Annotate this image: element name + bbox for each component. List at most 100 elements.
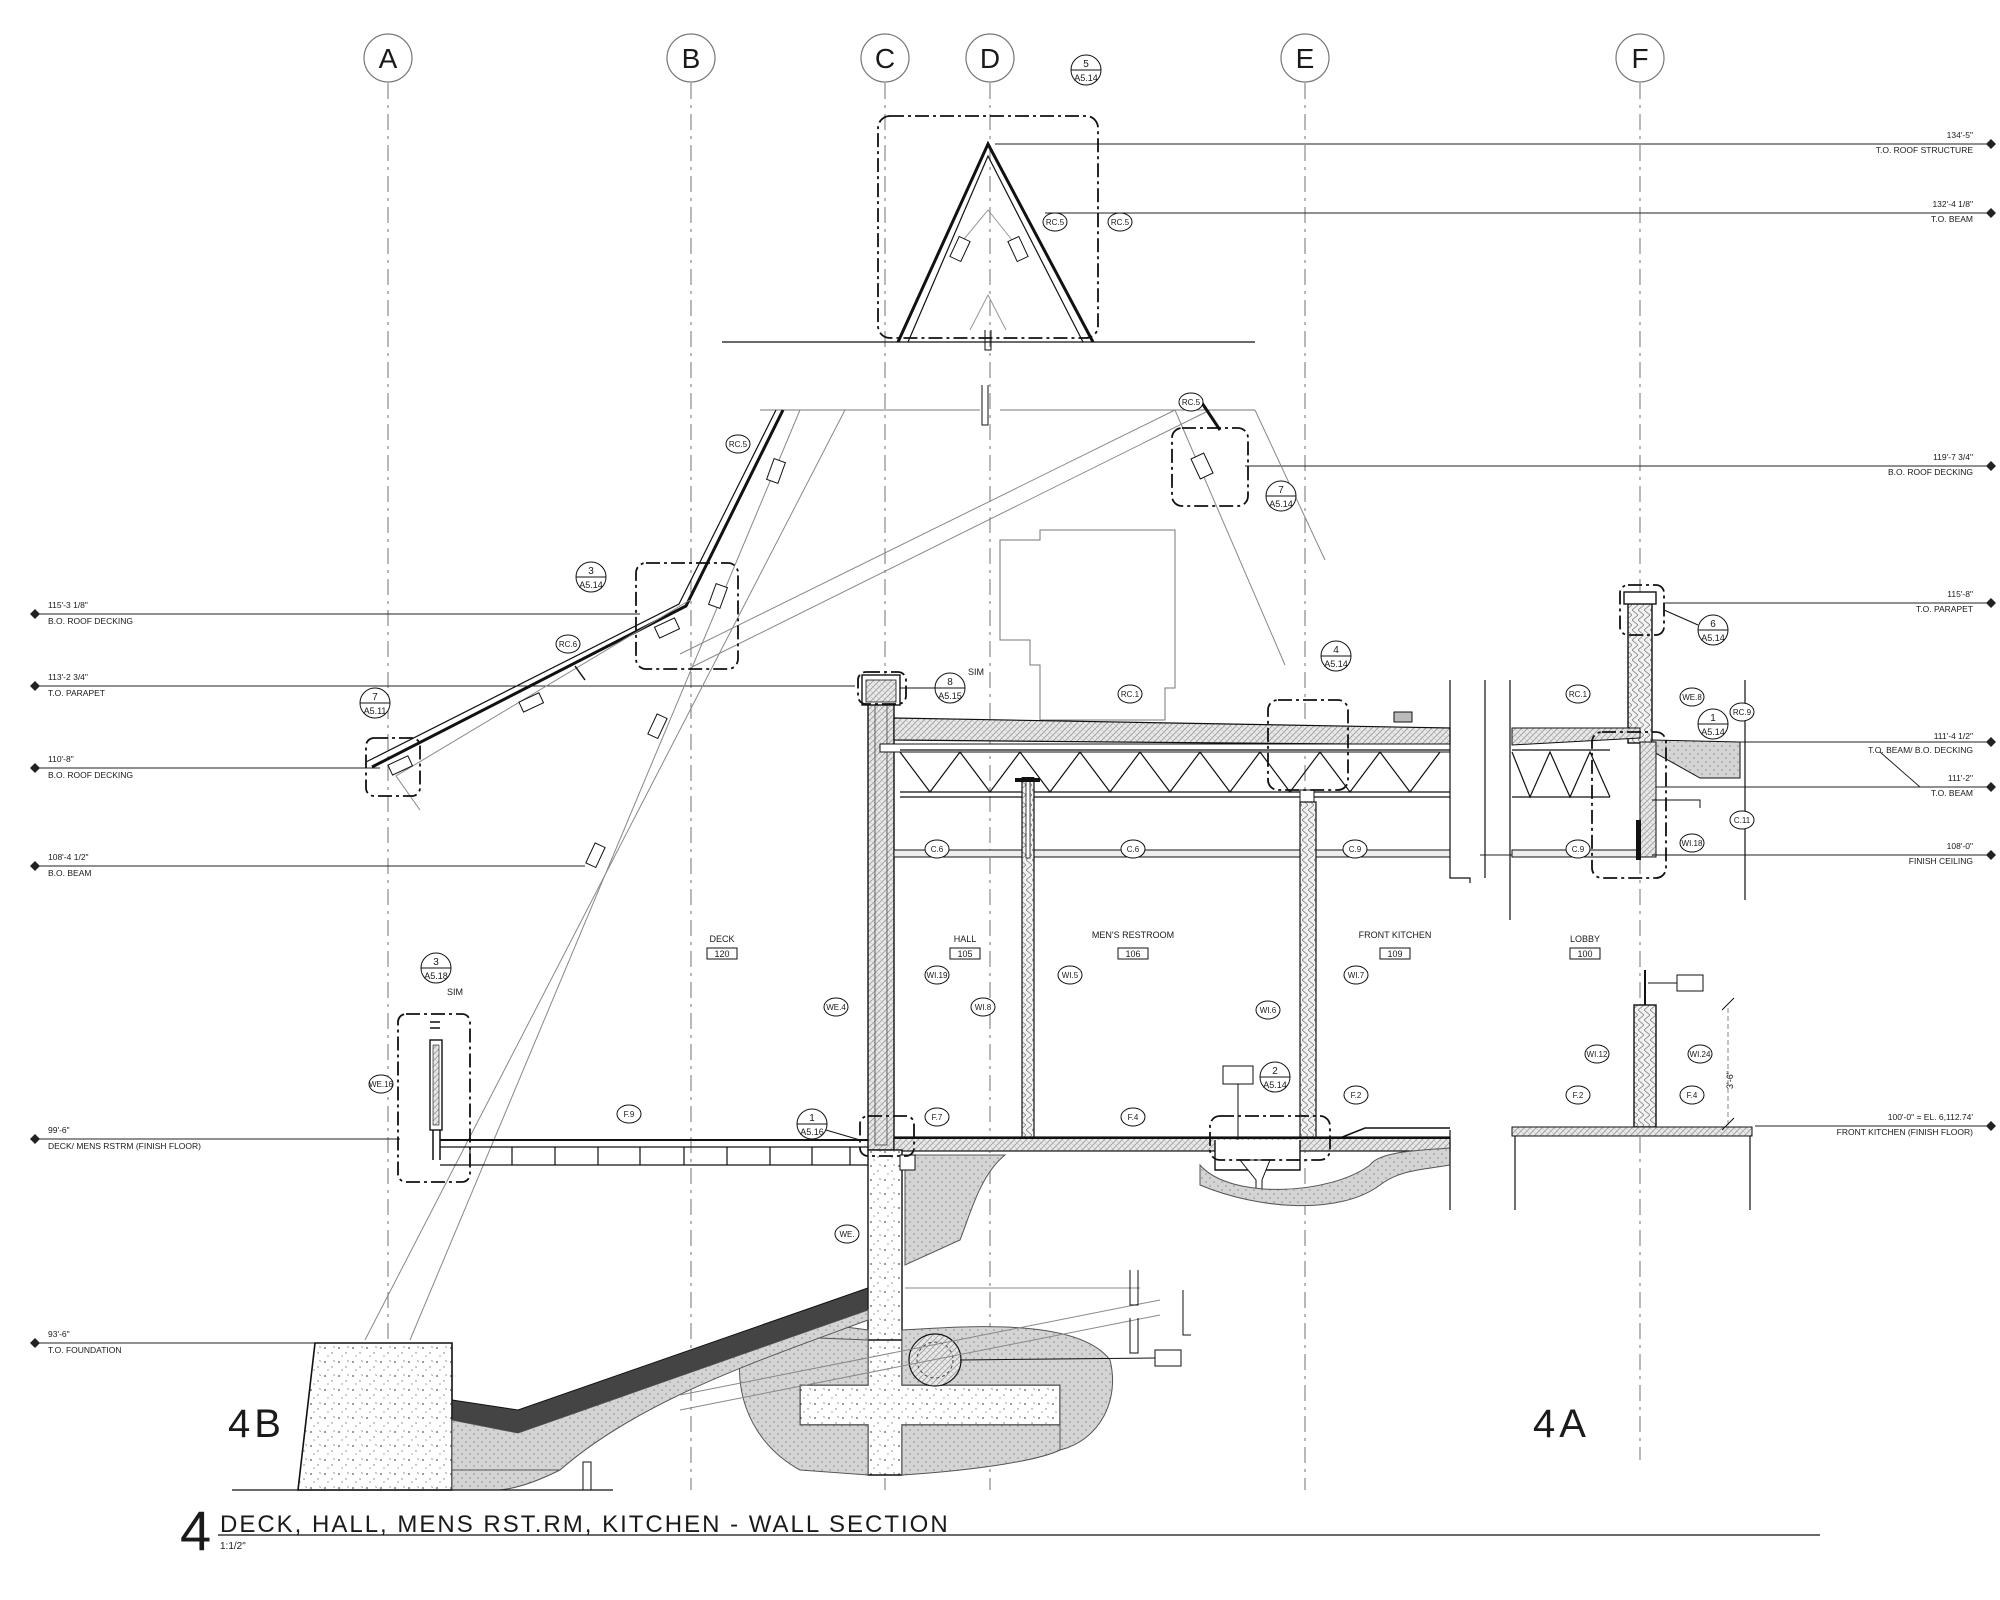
material-tag: RC.1	[1565, 684, 1591, 704]
grid-bubble-b: B	[666, 33, 716, 83]
material-tag: WI.5	[1057, 965, 1083, 985]
material-tag-label: RC.5	[729, 440, 748, 449]
material-tag-label: C.6	[931, 845, 944, 854]
room-number: 105	[957, 949, 972, 959]
section-label-4a: 4A	[1533, 1402, 1590, 1446]
roof-peak	[722, 140, 1255, 426]
material-tag-label: RC.1	[1569, 690, 1588, 699]
callout-note: SIM	[968, 667, 984, 677]
callout-sheet: A5.14	[1263, 1080, 1287, 1090]
material-tag-label: RC.5	[1046, 218, 1065, 227]
material-tag: F.4	[1120, 1107, 1146, 1127]
level-right-name: T.O. BEAM	[1931, 788, 1973, 798]
level-right-name: T.O. BEAM	[1931, 214, 1973, 224]
material-tag-label: WI.6	[1260, 1006, 1277, 1015]
level-right-elev: 115'-8"	[1947, 589, 1973, 599]
callout-sheet: A5.15	[938, 691, 962, 701]
material-tag: WI.12	[1584, 1044, 1610, 1064]
callout-num: 3	[433, 957, 439, 968]
level-left-elev: 93'-6"	[48, 1329, 70, 1339]
callout-sheet: A5.14	[1701, 633, 1725, 643]
room-number: 109	[1387, 949, 1402, 959]
material-tag: WI.19	[924, 965, 950, 985]
level-right-elev: 132'-4 1/8"	[1932, 199, 1973, 209]
material-tag-label: WE.	[839, 1230, 854, 1239]
callout-num: 6	[1710, 619, 1716, 630]
material-tag: C.6	[1120, 839, 1146, 859]
room-number: 120	[714, 949, 729, 959]
material-tag: RC.5	[1042, 212, 1068, 232]
material-tag-label: F.7	[932, 1113, 943, 1122]
level-markers-right	[995, 143, 1992, 1127]
material-tag-label: RC.5	[1111, 218, 1130, 227]
parapet-wall	[1627, 597, 1653, 744]
room-number: 100	[1577, 949, 1592, 959]
level-left-name: T.O. PARAPET	[48, 688, 105, 698]
material-tag-label: WE.4	[826, 1003, 846, 1012]
level-right-elev: 108'-0"	[1947, 841, 1973, 851]
grid-bubble-a: A	[363, 33, 413, 83]
material-tag-label: WI.18	[1682, 839, 1703, 848]
material-tag-label: F.4	[1128, 1113, 1139, 1122]
material-tag: RC.5	[1178, 392, 1204, 412]
callout-sheet: A5.11	[364, 706, 387, 716]
level-right-name: FRONT KITCHEN (FINISH FLOOR)	[1837, 1127, 1973, 1137]
material-tag-label: RC.1	[1121, 690, 1140, 699]
room-number: 106	[1125, 949, 1140, 959]
concrete-pier	[297, 1342, 453, 1491]
material-tag: WI.6	[1255, 1000, 1281, 1020]
material-tag: RC.5	[1107, 212, 1133, 232]
callout-note: SIM	[447, 987, 463, 997]
level-right-name: B.O. ROOF DECKING	[1888, 467, 1973, 477]
dimension-text: 3'-6"	[1725, 1071, 1735, 1089]
material-tag-label: WE.16	[369, 1080, 394, 1089]
material-tag-label: WI.5	[1062, 971, 1079, 980]
callout-sheet: A5.18	[424, 971, 448, 981]
material-tag-label: RC.5	[1182, 398, 1201, 407]
level-right-elev: 119'-7 3/4"	[1933, 452, 1973, 462]
deck-framing	[440, 1139, 868, 1166]
callout-sheet: A5.14	[1324, 659, 1348, 669]
material-tag: WE.16	[368, 1074, 394, 1094]
level-left-name: B.O. BEAM	[48, 868, 91, 878]
level-right-name: T.O. PARAPET	[1916, 604, 1973, 614]
grid-label-c: C	[875, 43, 895, 74]
material-tag-label: F.9	[624, 1110, 635, 1119]
material-tag-label: WI.8	[975, 1003, 992, 1012]
roof-truss	[899, 749, 1450, 798]
callout-bubble: 1 A5.16	[796, 1108, 828, 1140]
callout-bubble: 3 A5.14	[575, 561, 607, 593]
level-left-elev: 110'-8"	[48, 754, 74, 764]
callout-bubble: 4 A5.14	[1320, 640, 1352, 672]
drawing-title: 4 DECK, HALL, MENS RST.RM, KITCHEN - WAL…	[180, 1499, 1820, 1562]
title-number: 4	[180, 1499, 211, 1562]
level-left-name: T.O. FOUNDATION	[48, 1345, 122, 1355]
material-tag: RC.6	[555, 634, 581, 654]
level-right-name: T.O. BEAM/ B.O. DECKING	[1868, 745, 1973, 755]
material-tag: RC.1	[1117, 684, 1143, 704]
material-tag-label: C.11	[1734, 816, 1751, 825]
grid-label-e: E	[1296, 43, 1315, 74]
material-tag-label: RC.9	[1733, 708, 1752, 717]
material-tag: RC.5	[725, 434, 751, 454]
lobby-wall	[1633, 1004, 1657, 1128]
grid-bubble-f: F	[1615, 33, 1665, 83]
material-tag-label: WI.12	[1587, 1050, 1608, 1059]
level-right-name: T.O. ROOF STRUCTURE	[1876, 145, 1974, 155]
earth-fill	[904, 1154, 1007, 1266]
callout-sheet: A5.14	[579, 580, 603, 590]
grid-label-f: F	[1631, 43, 1648, 74]
level-left-elev: 115'-3 1/8"	[48, 600, 88, 610]
room-name: HALL	[954, 934, 977, 944]
level-left-elev: 108'-4 1/2"	[48, 852, 89, 862]
material-tag-label: F.2	[1573, 1091, 1584, 1100]
floor-slab	[893, 1136, 1451, 1152]
room-name: DECK	[709, 934, 734, 944]
level-markers-left	[35, 613, 855, 1344]
callout-num: 1	[1710, 713, 1716, 724]
callout-num: 3	[588, 566, 594, 577]
material-tag-label: WI.24	[1690, 1050, 1711, 1059]
callout-num: 8	[947, 677, 953, 688]
